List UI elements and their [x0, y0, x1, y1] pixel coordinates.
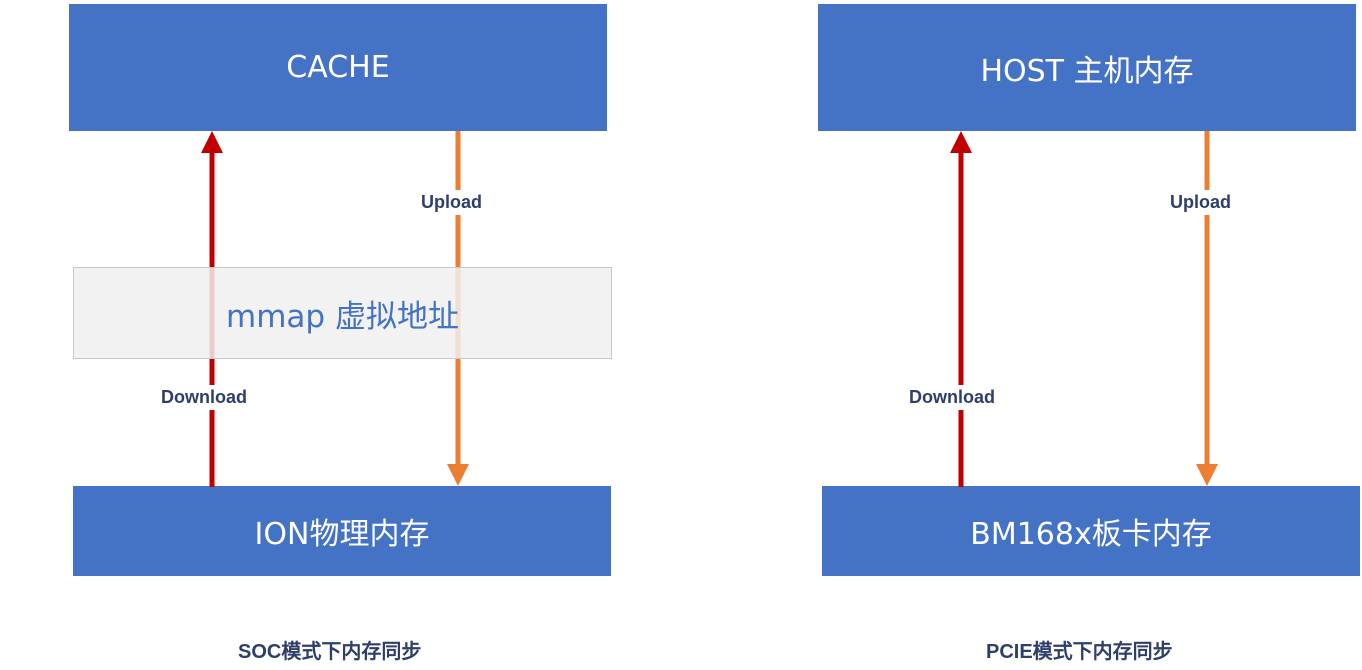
left-upload-label: Upload: [421, 190, 482, 215]
left-caption: SOC模式下内存同步: [238, 641, 422, 663]
board-memory-box: BM168x板卡内存: [822, 486, 1360, 576]
right-upload-label: Upload: [1170, 190, 1231, 215]
right-upload-arrow: [1196, 131, 1218, 486]
host-memory-box-label: HOST 主机内存: [980, 53, 1194, 89]
cache-box-label: CACHE: [286, 50, 390, 85]
ion-memory-box: ION物理内存: [73, 486, 611, 576]
cache-box: CACHE: [69, 4, 607, 131]
ion-memory-box-label: ION物理内存: [254, 517, 430, 552]
right-download-label: Download: [909, 385, 995, 410]
right-download-arrow: [950, 131, 972, 487]
host-memory-box: HOST 主机内存: [818, 4, 1356, 131]
board-memory-box-label: BM168x板卡内存: [970, 517, 1212, 552]
mmap-box-label: mmap 虚拟地址: [226, 298, 459, 335]
right-caption: PCIE模式下内存同步: [986, 641, 1173, 663]
mmap-virtual-address-box: mmap 虚拟地址: [73, 267, 612, 359]
left-download-label: Download: [161, 385, 247, 410]
